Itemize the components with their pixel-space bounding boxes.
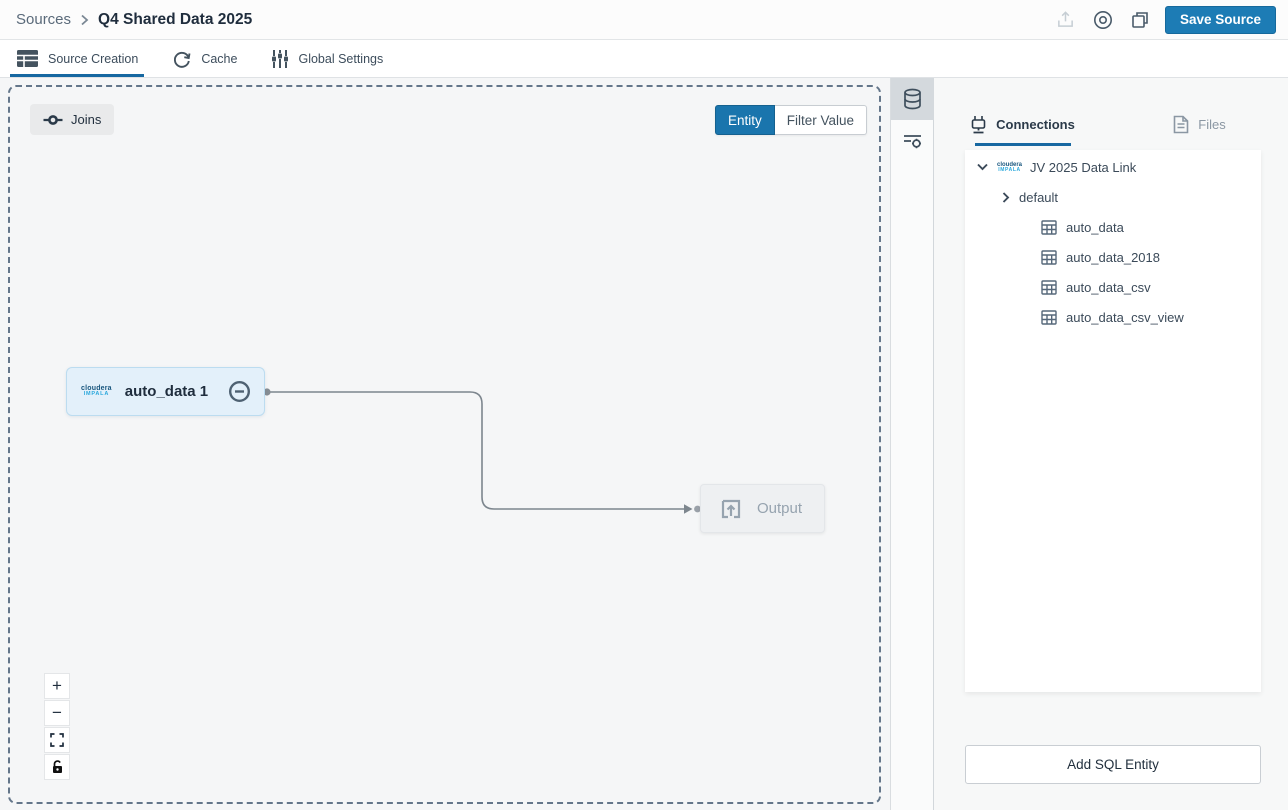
table-icon bbox=[17, 50, 38, 67]
output-node-label: Output bbox=[757, 500, 803, 517]
page-title: Q4 Shared Data 2025 bbox=[98, 10, 253, 28]
breadcrumb-sources-link[interactable]: Sources bbox=[16, 11, 72, 28]
active-tab-underline bbox=[10, 74, 145, 77]
sliders-icon bbox=[272, 49, 289, 68]
connector-wire bbox=[263, 388, 701, 514]
right-side-strip bbox=[891, 78, 934, 810]
connection-label: JV 2025 Data Link bbox=[1030, 159, 1137, 175]
table-grid-icon bbox=[1041, 309, 1057, 325]
tab-global-settings[interactable]: Global Settings bbox=[263, 40, 391, 77]
tree-item-table[interactable]: auto_data_csv bbox=[965, 272, 1261, 302]
duplicate-icon[interactable] bbox=[1128, 8, 1152, 32]
breadcrumb: Sources Q4 Shared Data 2025 bbox=[16, 11, 252, 29]
joins-label: Joins bbox=[71, 112, 102, 127]
table-label: auto_data_csv bbox=[1066, 279, 1151, 295]
tree-item-database[interactable]: default bbox=[965, 182, 1261, 212]
toggle-filter-value[interactable]: Filter Value bbox=[774, 105, 868, 135]
canvas-dashed-border bbox=[8, 85, 881, 804]
active-tab-underline bbox=[974, 143, 1071, 146]
tab-label: Cache bbox=[201, 51, 238, 66]
chevron-down-icon[interactable] bbox=[975, 160, 989, 174]
tab-cache[interactable]: Cache bbox=[164, 40, 245, 77]
table-grid-icon bbox=[1041, 249, 1057, 265]
connections-tree: cloudera IMPALA JV 2025 Data Link defaul… bbox=[965, 150, 1261, 692]
tree-item-table[interactable]: auto_data_csv_view bbox=[965, 302, 1261, 332]
cloudera-impala-logo: cloudera IMPALA bbox=[81, 385, 112, 398]
source-canvas[interactable]: Joins Entity Filter Value cloudera IMPAL… bbox=[0, 78, 891, 810]
zoom-out-button[interactable]: − bbox=[44, 700, 70, 726]
save-source-button[interactable]: Save Source bbox=[1164, 5, 1276, 34]
table-label: auto_data_csv_view bbox=[1066, 309, 1184, 325]
database-icon bbox=[904, 88, 921, 110]
logo-text-bottom: IMPALA bbox=[83, 391, 110, 398]
logo-text-top: cloudera bbox=[81, 385, 112, 393]
joins-button[interactable]: Joins bbox=[30, 104, 115, 135]
add-sql-entity-button[interactable]: Add SQL Entity bbox=[965, 745, 1261, 784]
preview-eye-icon[interactable] bbox=[1091, 8, 1115, 32]
header-bar: Sources Q4 Shared Data 2025 Save Source bbox=[0, 0, 1288, 40]
fit-screen-icon bbox=[50, 733, 64, 747]
tab-files[interactable]: Files bbox=[1111, 102, 1288, 146]
connections-panel: Connections Files cloudera IMPALA JV 202… bbox=[934, 78, 1288, 810]
strip-tab-data-entities[interactable] bbox=[891, 78, 934, 120]
chevron-right-icon[interactable] bbox=[999, 190, 1013, 204]
panel-tabs: Connections Files bbox=[934, 102, 1288, 146]
join-icon bbox=[43, 114, 63, 125]
tab-label: Source Creation bbox=[48, 51, 139, 66]
chevron-right-icon bbox=[81, 14, 89, 25]
plug-icon bbox=[971, 115, 986, 133]
logo-text-bottom: IMPALA bbox=[998, 166, 1021, 173]
table-grid-icon bbox=[1041, 219, 1057, 235]
header-actions: Save Source bbox=[1054, 5, 1276, 34]
entity-filter-toggle: Entity Filter Value bbox=[715, 105, 868, 135]
zoom-in-button[interactable]: + bbox=[44, 673, 70, 699]
cloudera-impala-logo: cloudera IMPALA bbox=[997, 162, 1022, 173]
canvas-zoom-controls: + − bbox=[44, 673, 70, 780]
output-node[interactable]: Output bbox=[700, 484, 825, 533]
entity-node-auto-data-1[interactable]: cloudera IMPALA auto_data 1 bbox=[66, 367, 265, 416]
filter-settings-icon bbox=[904, 135, 921, 149]
toggle-entity[interactable]: Entity bbox=[715, 105, 775, 135]
file-icon bbox=[1173, 115, 1189, 133]
tab-label: Connections bbox=[996, 116, 1075, 132]
tree-item-connection[interactable]: cloudera IMPALA JV 2025 Data Link bbox=[965, 152, 1261, 182]
tab-label: Files bbox=[1198, 116, 1226, 132]
mode-tabs: Source Creation Cache Global Settings bbox=[0, 40, 1288, 78]
table-grid-icon bbox=[1041, 279, 1057, 295]
table-label: auto_data_2018 bbox=[1066, 249, 1160, 265]
tab-connections[interactable]: Connections bbox=[934, 102, 1111, 146]
database-label: default bbox=[1019, 189, 1059, 205]
fit-screen-button[interactable] bbox=[44, 727, 70, 753]
tab-label: Global Settings bbox=[298, 51, 384, 66]
entity-node-label: auto_data 1 bbox=[124, 383, 209, 400]
strip-tab-filter-settings[interactable] bbox=[891, 120, 934, 162]
tab-source-creation[interactable]: Source Creation bbox=[8, 40, 146, 77]
minus-circle-icon[interactable] bbox=[227, 379, 252, 404]
lock-button[interactable] bbox=[44, 754, 70, 780]
refresh-icon bbox=[174, 51, 191, 68]
logo-text-top: cloudera bbox=[997, 161, 1023, 168]
table-label: auto_data bbox=[1066, 219, 1124, 235]
unlock-icon bbox=[52, 760, 62, 773]
tree-item-table[interactable]: auto_data_2018 bbox=[965, 242, 1261, 272]
output-icon bbox=[721, 499, 741, 518]
tree-item-table[interactable]: auto_data bbox=[965, 212, 1261, 242]
upload-icon[interactable] bbox=[1054, 8, 1078, 32]
